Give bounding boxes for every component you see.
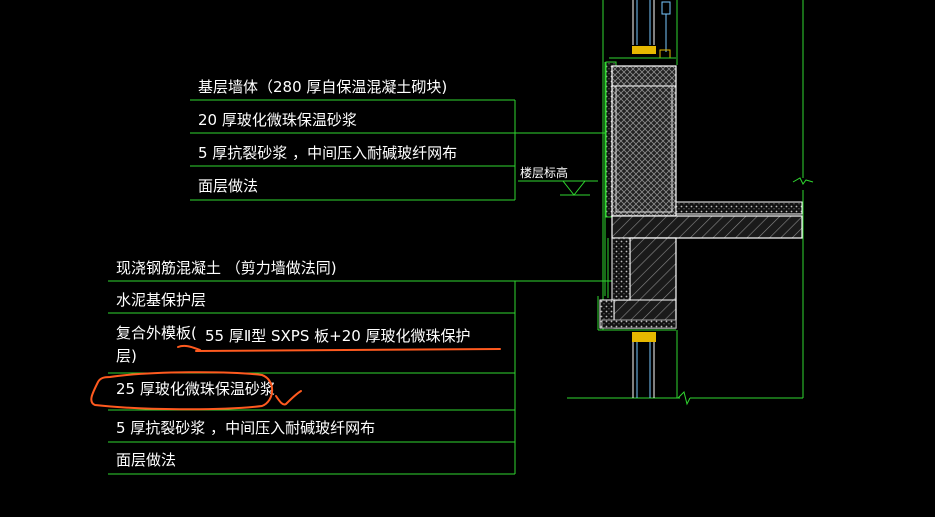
composite-formwork — [611, 237, 631, 301]
wall-section — [567, 0, 814, 406]
upper-label-4: 面层做法 — [198, 177, 258, 195]
upper-window — [632, 0, 671, 59]
upper-label-group: 基层墙体（280 厚自保温混凝土砌块) 20 厚玻化微珠保温砂浆 5 厚抗裂砂浆… — [190, 78, 615, 201]
lower-label-3b: 55 厚Ⅱ型 SXPS 板+20 厚玻化微珠保护 — [205, 327, 471, 345]
annotation-circle-icon — [90, 371, 274, 411]
annotation-check-icon — [275, 390, 302, 406]
elevation-label: 楼层标高 — [520, 165, 568, 180]
lower-label-3a: 复合外模板( — [116, 324, 197, 342]
elevation-triangle-icon — [561, 180, 587, 196]
lower-window — [632, 332, 656, 398]
lower-label-group: 现浇钢筋混凝土 （剪力墙做法同) 水泥基保护层 复合外模板( 55 厚Ⅱ型 SX… — [108, 259, 612, 475]
break-line-icon — [792, 177, 814, 185]
lower-label-2: 水泥基保护层 — [116, 291, 206, 309]
markup-annotations — [90, 344, 501, 411]
floor-slab-screed — [675, 201, 803, 215]
lower-label-4: 25 厚玻化微珠保温砂浆 — [116, 380, 275, 398]
lower-label-6: 面层做法 — [116, 451, 176, 469]
break-line-icon-bottom — [677, 391, 691, 406]
elevation-mark: 楼层标高 — [518, 165, 598, 196]
upper-label-3: 5 厚抗裂砂浆 ，中间压入耐碱玻纤网布 — [198, 144, 457, 162]
floor-slab — [611, 215, 803, 239]
upper-label-1: 基层墙体（280 厚自保温混凝土砌块) — [198, 78, 447, 96]
block-wall — [611, 65, 677, 217]
lower-label-5: 5 厚抗裂砂浆 ，中间压入耐碱玻纤网布 — [116, 419, 375, 437]
upper-label-2: 20 厚玻化微珠保温砂浆 — [198, 111, 357, 129]
markup-underline-stroke — [195, 348, 501, 352]
markup-tick-stroke — [177, 344, 201, 351]
lower-label-3c: 层) — [116, 347, 137, 365]
lower-label-1: 现浇钢筋混凝土 （剪力墙做法同) — [116, 259, 337, 277]
